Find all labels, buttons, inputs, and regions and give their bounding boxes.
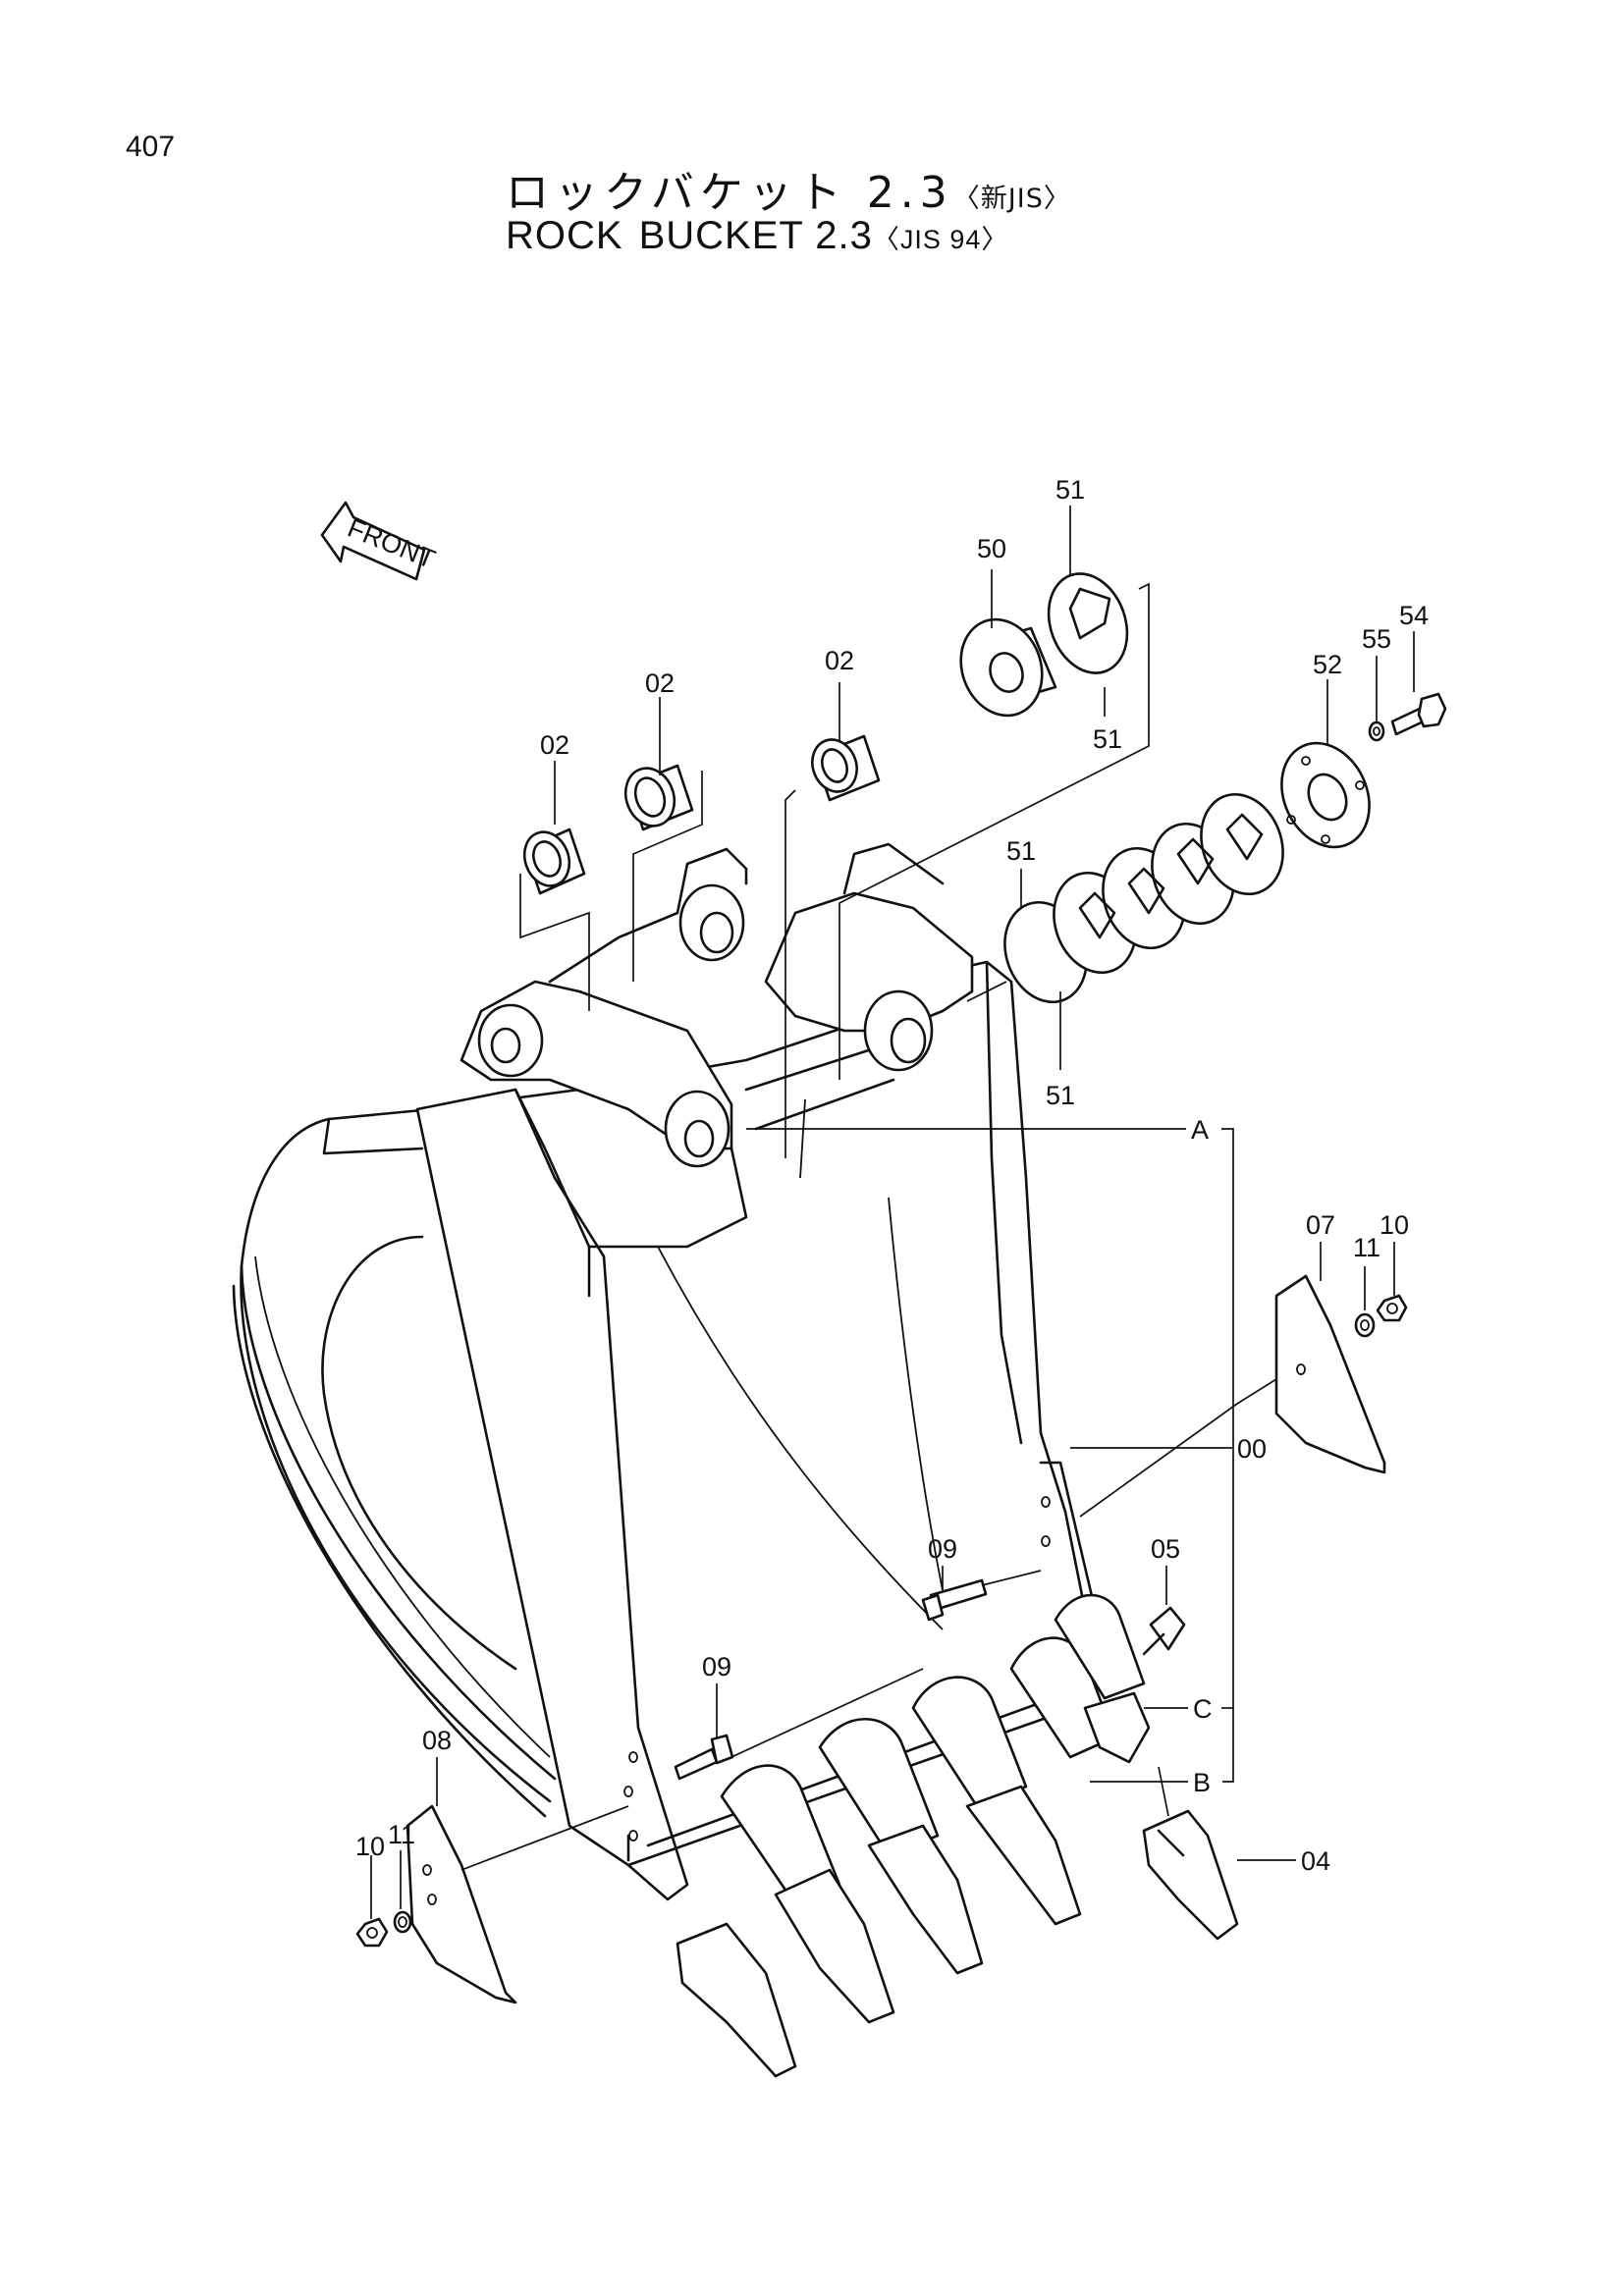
title-japanese-text: ロックバケット 2.3 [506, 168, 953, 218]
bolt-09-upper [921, 1578, 988, 1622]
part-labels: 02 02 02 50 51 51 51 51 52 55 54 A 07 11… [355, 475, 1429, 1876]
label-07: 07 [1306, 1210, 1335, 1240]
label-54: 54 [1399, 601, 1429, 630]
label-11-right: 11 [1353, 1233, 1380, 1262]
end-plate-52 [1280, 741, 1371, 849]
bushing-02-right [811, 734, 881, 802]
bolt-54 [1390, 692, 1447, 736]
title-english-word1: ROCK [506, 214, 623, 257]
nut-10-right [1376, 1294, 1408, 1322]
label-51-stack-top: 51 [1006, 836, 1036, 866]
label-50: 50 [977, 534, 1006, 563]
boss-cap-50 [959, 617, 1057, 718]
title-english-standard: 〈JIS 94〉 [872, 225, 1009, 254]
label-09-lower: 09 [702, 1652, 731, 1682]
label-02-right: 02 [825, 646, 854, 675]
washer-11-left [393, 1910, 412, 1934]
label-00: 00 [1237, 1434, 1267, 1464]
label-51-upper-lower: 51 [1093, 724, 1122, 754]
label-ref-C: C [1193, 1694, 1213, 1724]
shim-51-top [1047, 572, 1129, 674]
label-ref-A: A [1191, 1115, 1209, 1145]
label-02-middle: 02 [645, 668, 675, 698]
label-08: 08 [422, 1726, 452, 1755]
lock-pin-05 [1142, 1606, 1186, 1656]
label-55: 55 [1362, 624, 1391, 654]
bushing-02-middle [623, 764, 694, 831]
bolt-09-lower [674, 1734, 734, 1781]
title-english-word2: BUCKET 2.3 [638, 214, 873, 257]
leader-lines [370, 506, 1415, 1919]
bucket-body [232, 842, 1121, 1901]
label-51-top: 51 [1055, 475, 1085, 505]
front-arrow-icon: FRONT [320, 501, 439, 581]
tooth-point-04 [1142, 1809, 1239, 1941]
title-english: ROCK BUCKET 2.3〈JIS 94〉 [506, 214, 1008, 258]
page-number: 407 [126, 131, 176, 163]
title-japanese-standard: 〈新JIS〉 [952, 184, 1071, 214]
washer-11-right [1354, 1312, 1376, 1338]
title-japanese: ロックバケット 2.3〈新JIS〉 [506, 157, 1071, 220]
label-52: 52 [1313, 650, 1342, 679]
label-02-left: 02 [540, 730, 569, 760]
bucket-teeth [676, 1593, 1151, 2078]
label-11-left: 11 [388, 1820, 415, 1849]
label-04: 04 [1301, 1846, 1330, 1876]
label-51-stack-bottom: 51 [1046, 1081, 1075, 1110]
shim-stack-51 [1003, 792, 1284, 1004]
bushing-02-left [522, 828, 586, 895]
side-cutter-07 [1274, 1274, 1386, 1474]
nut-10-left [355, 1917, 389, 1948]
label-09-upper: 09 [928, 1534, 957, 1564]
label-05: 05 [1151, 1534, 1180, 1564]
side-cutter-08 [406, 1804, 517, 2004]
label-ref-B: B [1193, 1768, 1211, 1797]
label-10-right: 10 [1380, 1210, 1409, 1240]
front-arrow-label: FRONT [344, 513, 439, 575]
washer-55 [1368, 721, 1385, 742]
label-10-left: 10 [355, 1832, 385, 1861]
